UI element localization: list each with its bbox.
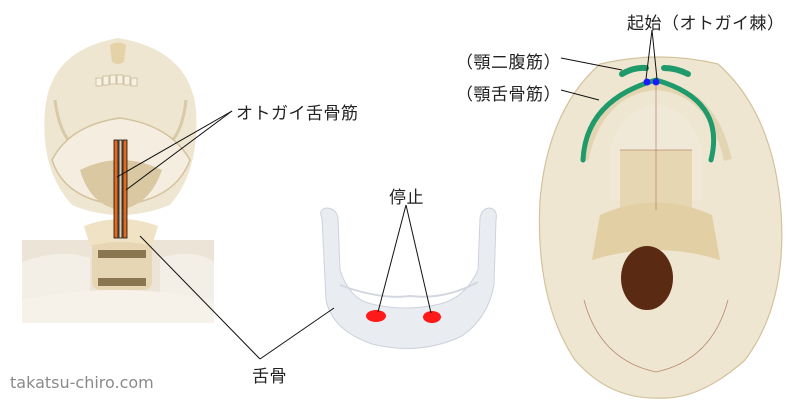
digastric-fossa-left bbox=[619, 64, 649, 77]
geniohyoid-muscle-strips bbox=[113, 139, 128, 239]
watermark: takatsu-chiro.com bbox=[10, 373, 154, 392]
origin-point-right bbox=[652, 78, 660, 86]
front-skull-photo bbox=[22, 38, 214, 323]
origin-label: 起始（オトガイ棘） bbox=[627, 14, 785, 34]
hyoid-bone-image bbox=[320, 207, 497, 349]
inferior-skull-image bbox=[538, 56, 783, 399]
digastric-fossa-right bbox=[661, 65, 691, 77]
leader-lines bbox=[116, 29, 658, 360]
foramen-magnum bbox=[621, 246, 673, 310]
insertion-point-left bbox=[366, 310, 386, 322]
hyoid-bone-label: 舌骨 bbox=[252, 367, 287, 387]
insertion-label: 停止 bbox=[389, 188, 424, 208]
mylohyoid-label: （顎舌骨筋） bbox=[456, 85, 561, 105]
insertion-point-right bbox=[423, 311, 441, 323]
geniohyoid-muscle-label: オトガイ舌骨筋 bbox=[236, 104, 359, 124]
origin-point-left bbox=[643, 78, 651, 86]
digastric-label: （顎二腹筋） bbox=[456, 53, 561, 73]
